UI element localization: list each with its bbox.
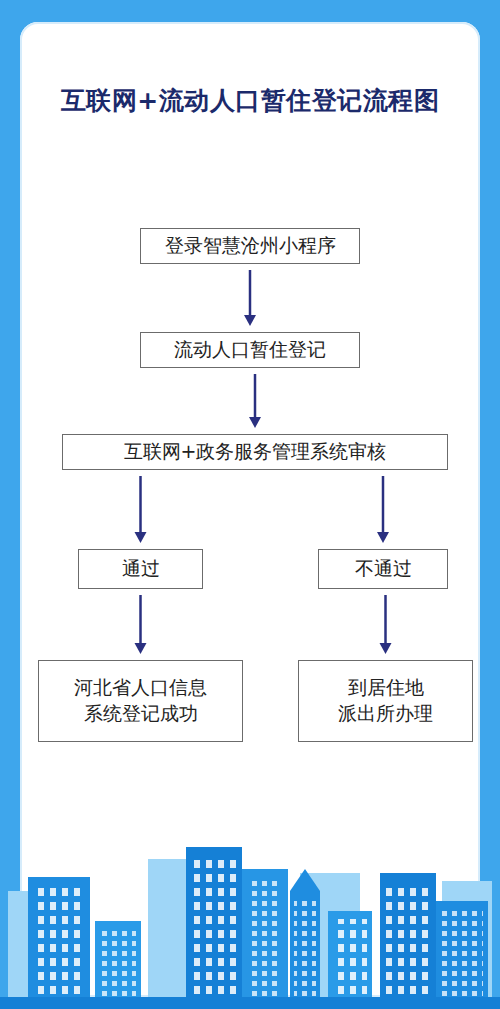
arrow-line	[139, 595, 142, 645]
arrow-head	[249, 417, 261, 428]
flow-arrow	[377, 476, 389, 543]
process-box: 河北省人口信息 系统登记成功	[38, 660, 243, 742]
arrow-line	[382, 476, 385, 534]
box-text: 不通过	[355, 556, 412, 582]
box-text: 到居住地 派出所办理	[309, 675, 462, 726]
arrow-head	[377, 532, 389, 543]
flow-arrow	[244, 270, 256, 326]
box-text: 通过	[122, 556, 160, 582]
process-box: 到居住地 派出所办理	[298, 660, 473, 742]
diagram-title: 互联网+流动人口暂住登记流程图	[20, 84, 480, 117]
arrow-head	[244, 315, 256, 326]
arrow-line	[384, 595, 387, 645]
process-box: 流动人口暂住登记	[140, 332, 360, 368]
process-box: 不通过	[318, 549, 448, 589]
box-text: 互联网+政务服务管理系统审核	[124, 439, 387, 465]
arrow-line	[249, 270, 252, 317]
box-text: 登录智慧沧州小程序	[165, 233, 336, 259]
flow-arrow	[380, 595, 392, 654]
flow-arrow	[249, 374, 261, 428]
flow-arrow	[135, 595, 147, 654]
arrow-line	[139, 476, 142, 534]
arrow-line	[254, 374, 257, 419]
box-text: 河北省人口信息 系统登记成功	[49, 675, 232, 726]
process-box: 登录智慧沧州小程序	[140, 228, 360, 264]
arrow-head	[380, 643, 392, 654]
arrow-head	[135, 643, 147, 654]
white-panel	[20, 22, 480, 997]
process-box: 互联网+政务服务管理系统审核	[62, 434, 448, 470]
flow-arrow	[135, 476, 147, 543]
box-text: 流动人口暂住登记	[174, 337, 326, 363]
city-skyline	[0, 829, 500, 1009]
process-box: 通过	[78, 549, 203, 589]
arrow-head	[135, 532, 147, 543]
